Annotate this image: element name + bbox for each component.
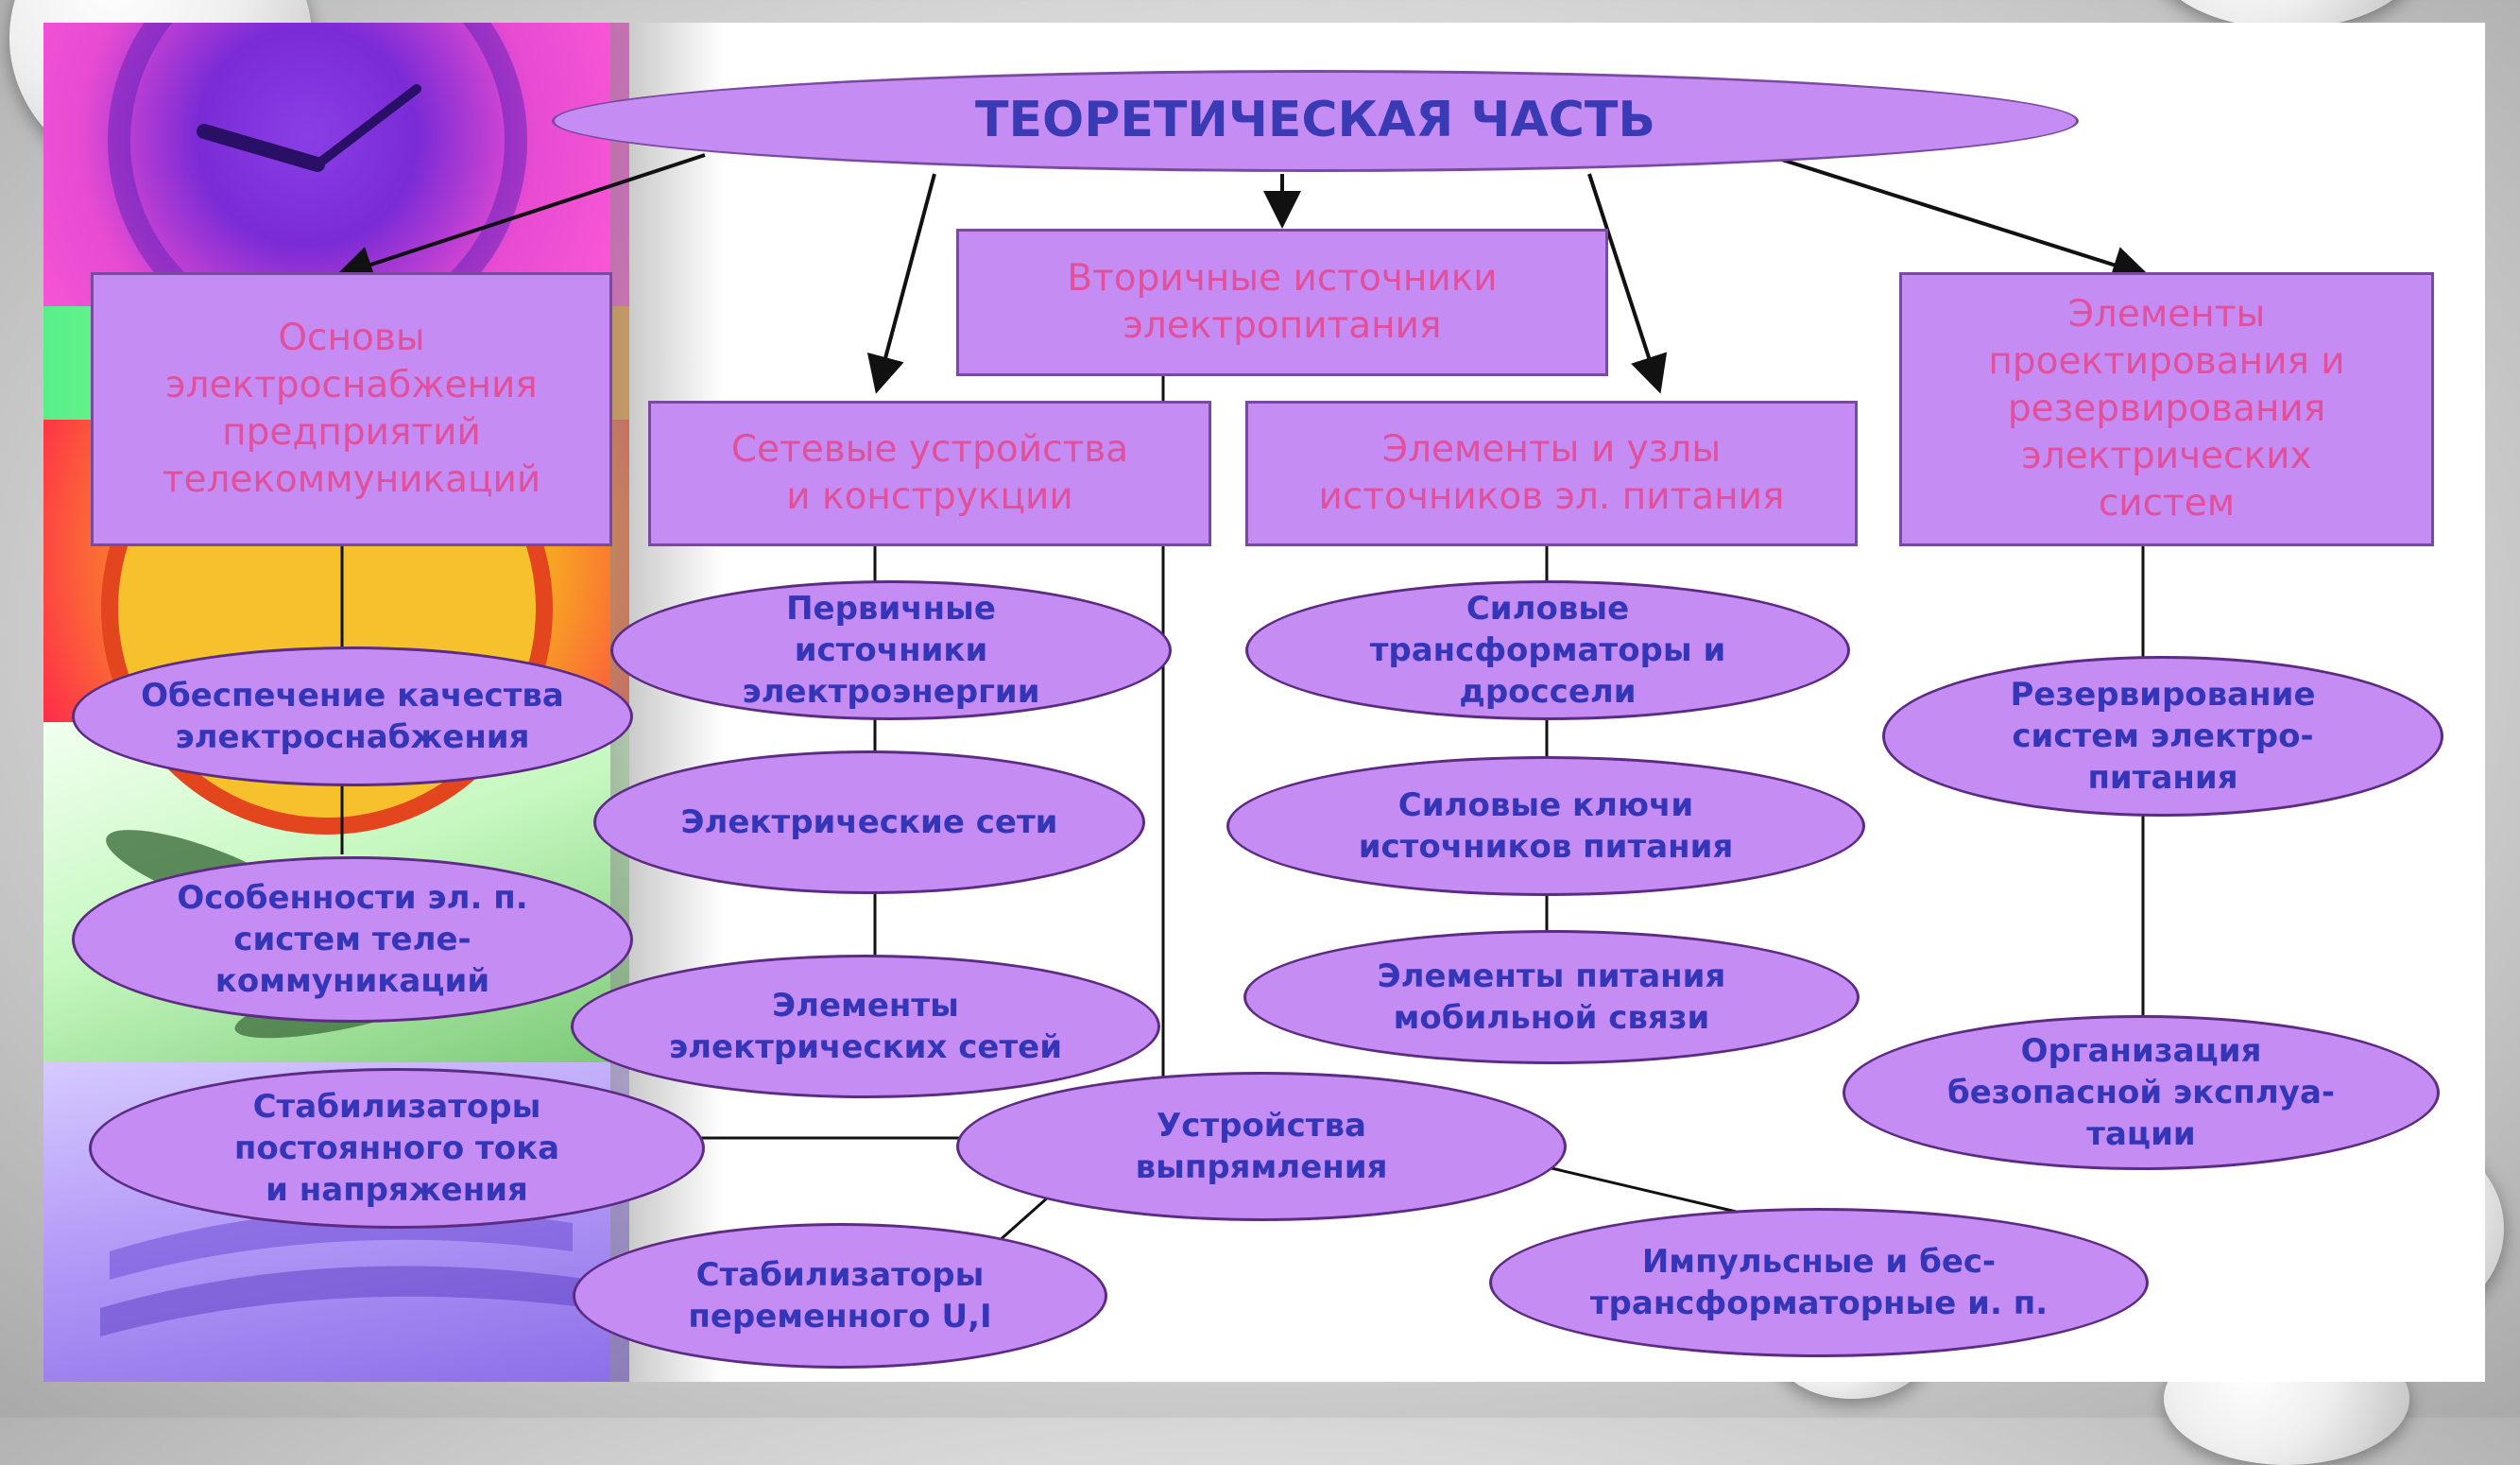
arrow-to-setevye [866,173,936,394]
topic-silovye-klyuchi: Силовые ключи источников питания [1226,756,1865,896]
paper-stack [100,1266,591,1336]
title-oval: ТЕОРЕТИЧЕСКАЯ ЧАСТЬ [552,70,2079,172]
topic-osobennosti: Особенности эл. п. систем теле- коммуник… [72,856,633,1023]
arrow-to-proektirovanie [1781,158,2151,284]
topic-vypryamleniya: Устройства выпрямления [956,1072,1567,1221]
topic-mobilnaya: Элементы питания мобильной связи [1243,930,1860,1064]
topic-stab-peremennogo: Стабилизаторы переменного U,I [573,1223,1107,1369]
section-vtorichnye: Вторичные источники электропитания [956,229,1608,376]
topic-impulsnye: Импульсные и бес- трансформаторные и. п. [1489,1208,2149,1357]
clock-hand [313,84,421,169]
arrow-to-osnovy [334,153,706,284]
section-elementy-uzly: Элементы и узлы источников эл. питания [1245,401,1858,546]
topic-elementy-setey: Элементы электрических сетей [571,955,1160,1098]
topic-kachestvo: Обеспечение качества электроснабжения [72,646,633,786]
topic-pervichnye: Первичные источники электроэнергии [610,580,1172,720]
section-setevye: Сетевые устройства и конструкции [648,401,1211,546]
topic-seti: Электрические сети [593,750,1145,894]
topic-organizaciya: Организация безопасной эксплуа- тации [1843,1015,2440,1170]
topic-rezervirovanie: Резервирование систем электро- питания [1882,656,2443,817]
topic-silovye-transformatory: Силовые трансформаторы и дроссели [1245,580,1850,720]
slide: ТЕОРЕТИЧЕСКАЯ ЧАСТЬ Основы электроснабже… [43,23,2485,1382]
section-osnovy: Основы электроснабжения предприятий теле… [91,272,612,546]
topic-stab-postoyannogo: Стабилизаторы постоянного тока и напряже… [89,1068,705,1229]
section-proektirovanie: Элементы проектирования и резервирования… [1899,272,2434,546]
clock-hand [197,124,325,172]
arrow-to-elementy-uzly [1587,173,1668,394]
